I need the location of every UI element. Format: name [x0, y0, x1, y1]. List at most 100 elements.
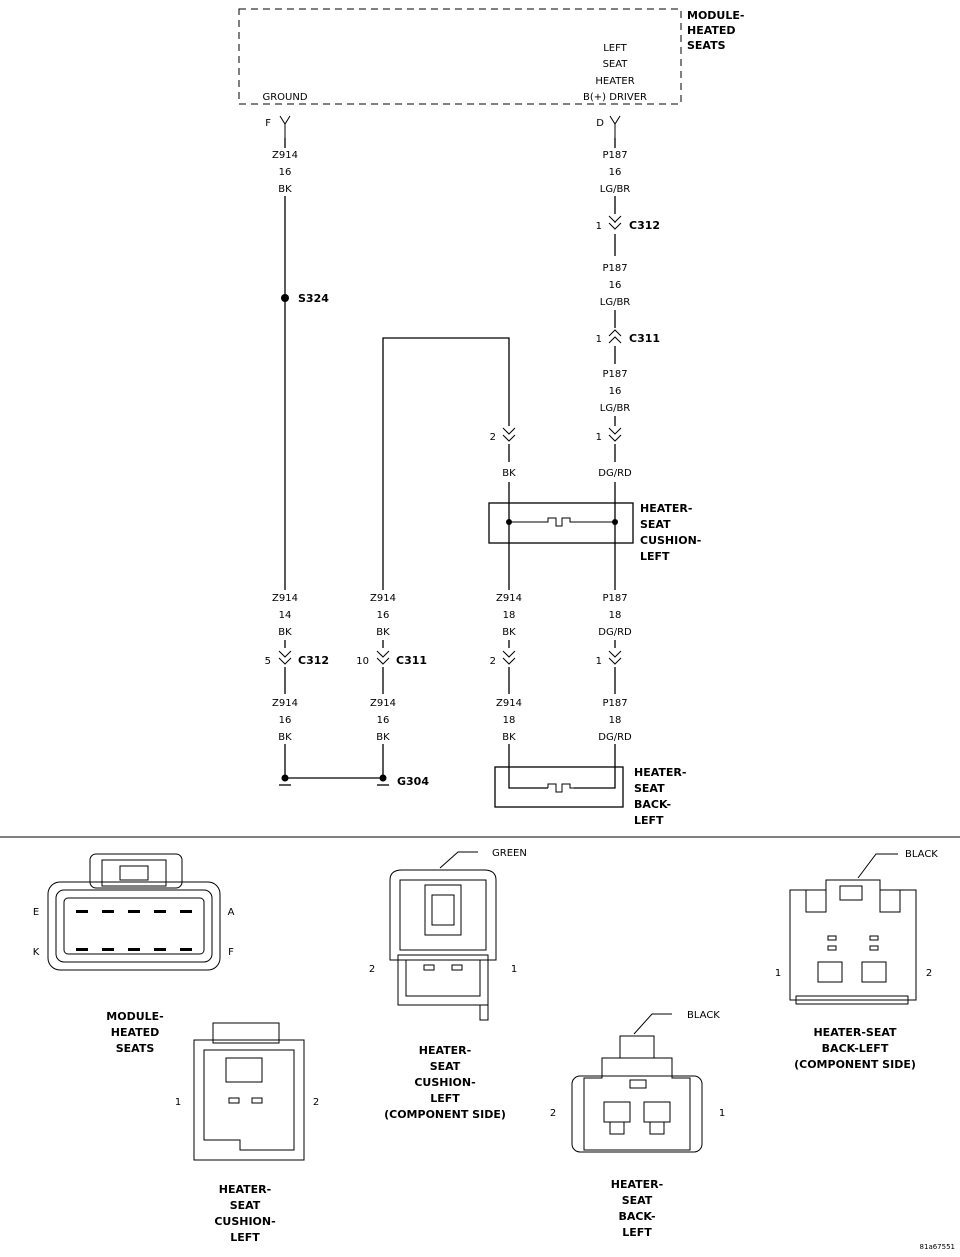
connector-back-pin1-symbol — [608, 650, 622, 665]
cushion-component-connector-view — [389, 869, 497, 1021]
wire-label: 16 — [279, 715, 292, 726]
cushion-harness-connector-view — [193, 1022, 305, 1161]
cushion-component-pin-1: 1 — [511, 964, 517, 975]
driver-label-2: SEAT — [603, 59, 629, 70]
wire-label: 16 — [609, 280, 622, 291]
wire-label: LG/BR — [600, 403, 631, 414]
wire-label: P187 — [602, 263, 627, 274]
module-view-pin-a: A — [228, 907, 235, 918]
cushion-title-4: LEFT — [640, 550, 670, 563]
module-view-caption-3: SEATS — [116, 1042, 155, 1055]
wire-p187-back-element — [574, 744, 616, 789]
cushion-component-caption-2: SEAT — [430, 1060, 461, 1073]
wire-label: BK — [502, 468, 516, 479]
connector-cushion-pin2-symbol — [502, 427, 516, 442]
back-harness-pin-1: 1 — [719, 1108, 725, 1119]
wire-label: BK — [278, 627, 292, 638]
heater-cushion-box — [488, 502, 634, 544]
wire-z914-cushion-ground — [382, 337, 510, 590]
wire-label: BK — [376, 732, 390, 743]
wire-label: 18 — [503, 610, 516, 621]
connector-pin: 10 — [356, 656, 369, 667]
cushion-harness-caption-1: HEATER- — [219, 1183, 271, 1196]
back-harness-color: BLACK — [687, 1010, 720, 1021]
connector-pin: 5 — [265, 656, 271, 667]
cushion-harness-pin-1: 1 — [175, 1097, 181, 1108]
wire-label: 16 — [377, 715, 390, 726]
cushion-title-2: SEAT — [640, 518, 671, 531]
heater-back-element — [547, 783, 574, 793]
module-view-pin-e: E — [33, 907, 39, 918]
wire-label: Z914 — [272, 698, 298, 709]
cushion-component-caption-4: LEFT — [430, 1092, 460, 1105]
heater-cushion-element — [509, 517, 615, 527]
connector-back-pin2-symbol — [502, 650, 516, 665]
back-harness-connector-view — [571, 1035, 703, 1153]
back-title-4: LEFT — [634, 814, 664, 827]
wire-label: BK — [376, 627, 390, 638]
module-box — [238, 8, 682, 105]
wire-label: 18 — [609, 715, 622, 726]
back-harness-caption-4: LEFT — [622, 1226, 652, 1239]
back-component-caption-3: (COMPONENT SIDE) — [794, 1058, 916, 1071]
wire-label: Z914 — [496, 593, 522, 604]
wire-label: P187 — [602, 150, 627, 161]
connector-c311-low-symbol — [376, 650, 390, 665]
wire-label: BK — [278, 732, 292, 743]
module-pin-d: D — [596, 118, 604, 129]
cushion-component-pin-2: 2 — [369, 964, 375, 975]
splice-s324-dot — [281, 294, 289, 302]
splice-s324-label: S324 — [298, 292, 329, 305]
back-component-caption-2: BACK-LEFT — [822, 1042, 889, 1055]
back-title-3: BACK- — [634, 798, 671, 811]
cushion-component-caption-5: (COMPONENT SIDE) — [384, 1108, 506, 1121]
connector-pin: 1 — [596, 432, 602, 443]
cushion-component-caption-3: CUSHION- — [414, 1076, 475, 1089]
back-component-pointer — [857, 853, 898, 879]
wire-z914-back-element — [508, 744, 548, 789]
back-harness-pin-2: 2 — [550, 1108, 556, 1119]
wire-label: BK — [502, 627, 516, 638]
connector-pin: 2 — [490, 432, 496, 443]
wire-label: LG/BR — [600, 297, 631, 308]
connector-c311-top-symbol — [608, 329, 622, 344]
cushion-title-3: CUSHION- — [640, 534, 701, 547]
cushion-component-caption-1: HEATER- — [419, 1044, 471, 1057]
wire-label: BK — [278, 184, 292, 195]
driver-label-3: HEATER — [595, 76, 634, 87]
module-pin-f-terminal — [279, 115, 291, 138]
connector-c312-top-symbol — [608, 215, 622, 230]
connector-c312-low-label: C312 — [298, 654, 329, 667]
module-pin-f: F — [265, 118, 271, 129]
module-title-2: HEATED — [687, 24, 736, 37]
wire-label: P187 — [602, 369, 627, 380]
back-title-2: SEAT — [634, 782, 665, 795]
cushion-component-color: GREEN — [492, 848, 527, 859]
back-title-1: HEATER- — [634, 766, 686, 779]
ground-tie-dot — [281, 774, 289, 782]
back-harness-caption-1: HEATER- — [611, 1178, 663, 1191]
wire-label: Z914 — [370, 698, 396, 709]
module-connector-view — [47, 853, 221, 971]
connector-c312-low-symbol — [278, 650, 292, 665]
cushion-harness-caption-2: SEAT — [230, 1199, 261, 1212]
cushion-title-1: HEATER- — [640, 502, 692, 515]
module-view-caption-1: MODULE- — [106, 1010, 163, 1023]
ground-pin-label: GROUND — [262, 92, 307, 103]
wire-label: LG/BR — [600, 184, 631, 195]
connector-c312-top-label: C312 — [629, 219, 660, 232]
module-pin-d-terminal — [609, 115, 621, 138]
wire-label: BK — [502, 732, 516, 743]
back-component-caption-1: HEATER-SEAT — [813, 1026, 897, 1039]
wire-label: 16 — [279, 167, 292, 178]
ground-g304-label: G304 — [397, 775, 429, 788]
back-component-pin-2: 2 — [926, 968, 932, 979]
wire-label: Z914 — [272, 593, 298, 604]
module-title-1: MODULE- — [687, 9, 744, 22]
connector-pin: 2 — [490, 656, 496, 667]
driver-label-1: LEFT — [603, 43, 627, 54]
wire-label: 16 — [609, 386, 622, 397]
ground-g304-dot — [379, 774, 387, 782]
wire-label: Z914 — [496, 698, 522, 709]
